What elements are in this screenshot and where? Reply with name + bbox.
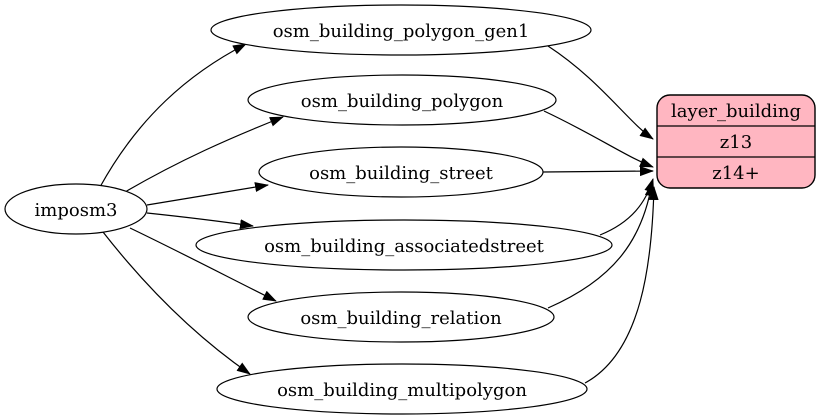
edge-associatedstreet-to-z14 (599, 178, 654, 236)
layer-row-z14: z14+ (712, 163, 759, 184)
table-node-ellipse (195, 219, 613, 271)
table-node-relation: osm_building_relation (247, 291, 555, 343)
table-node-label: osm_building_relation (300, 308, 502, 329)
table-node-street: osm_building_street (258, 146, 544, 198)
layer-node-building: layer_building z13 z14+ (656, 94, 816, 189)
edge-polygon-gen1-to-z13 (547, 45, 654, 140)
edge-imposm3-to-polygon-gen1 (99, 43, 247, 188)
source-node-imposm3: imposm3 (4, 183, 148, 235)
table-node-label: osm_building_polygon (301, 91, 504, 112)
edge-imposm3-to-polygon (124, 116, 284, 193)
edge-imposm3-to-multipolygon (102, 231, 251, 375)
source-node-label: imposm3 (35, 200, 118, 221)
layer-node-box (656, 94, 816, 189)
table-node-ellipse (216, 363, 588, 415)
table-node-polygon-gen1: osm_building_polygon_gen1 (210, 4, 592, 56)
source-node-ellipse (4, 183, 148, 235)
table-node-label: osm_building_associatedstreet (264, 236, 545, 257)
table-node-label: osm_building_polygon_gen1 (273, 21, 530, 42)
edge-imposm3-to-relation (129, 227, 277, 302)
table-node-associatedstreet: osm_building_associatedstreet (195, 219, 613, 271)
edge-multipolygon-to-z14 (584, 186, 659, 384)
table-node-label: osm_building_street (309, 163, 494, 184)
table-node-polygon: osm_building_polygon (247, 74, 557, 126)
table-node-label: osm_building_multipolygon (277, 380, 527, 401)
edge-group (99, 43, 659, 384)
table-node-ellipse (247, 291, 555, 343)
edge-street-to-z14 (542, 166, 654, 177)
edge-polygon-to-z14 (543, 110, 654, 168)
layer-node-title: layer_building (671, 101, 801, 122)
edge-relation-to-z14 (547, 182, 655, 309)
table-node-ellipse (247, 74, 557, 126)
edge-imposm3-to-associatedstreet (146, 212, 254, 230)
table-node-ellipse (258, 146, 544, 198)
table-node-ellipse (210, 4, 592, 56)
layer-row-z13: z13 (720, 132, 752, 153)
edge-imposm3-to-street (146, 182, 269, 206)
table-node-multipolygon: osm_building_multipolygon (216, 363, 588, 415)
